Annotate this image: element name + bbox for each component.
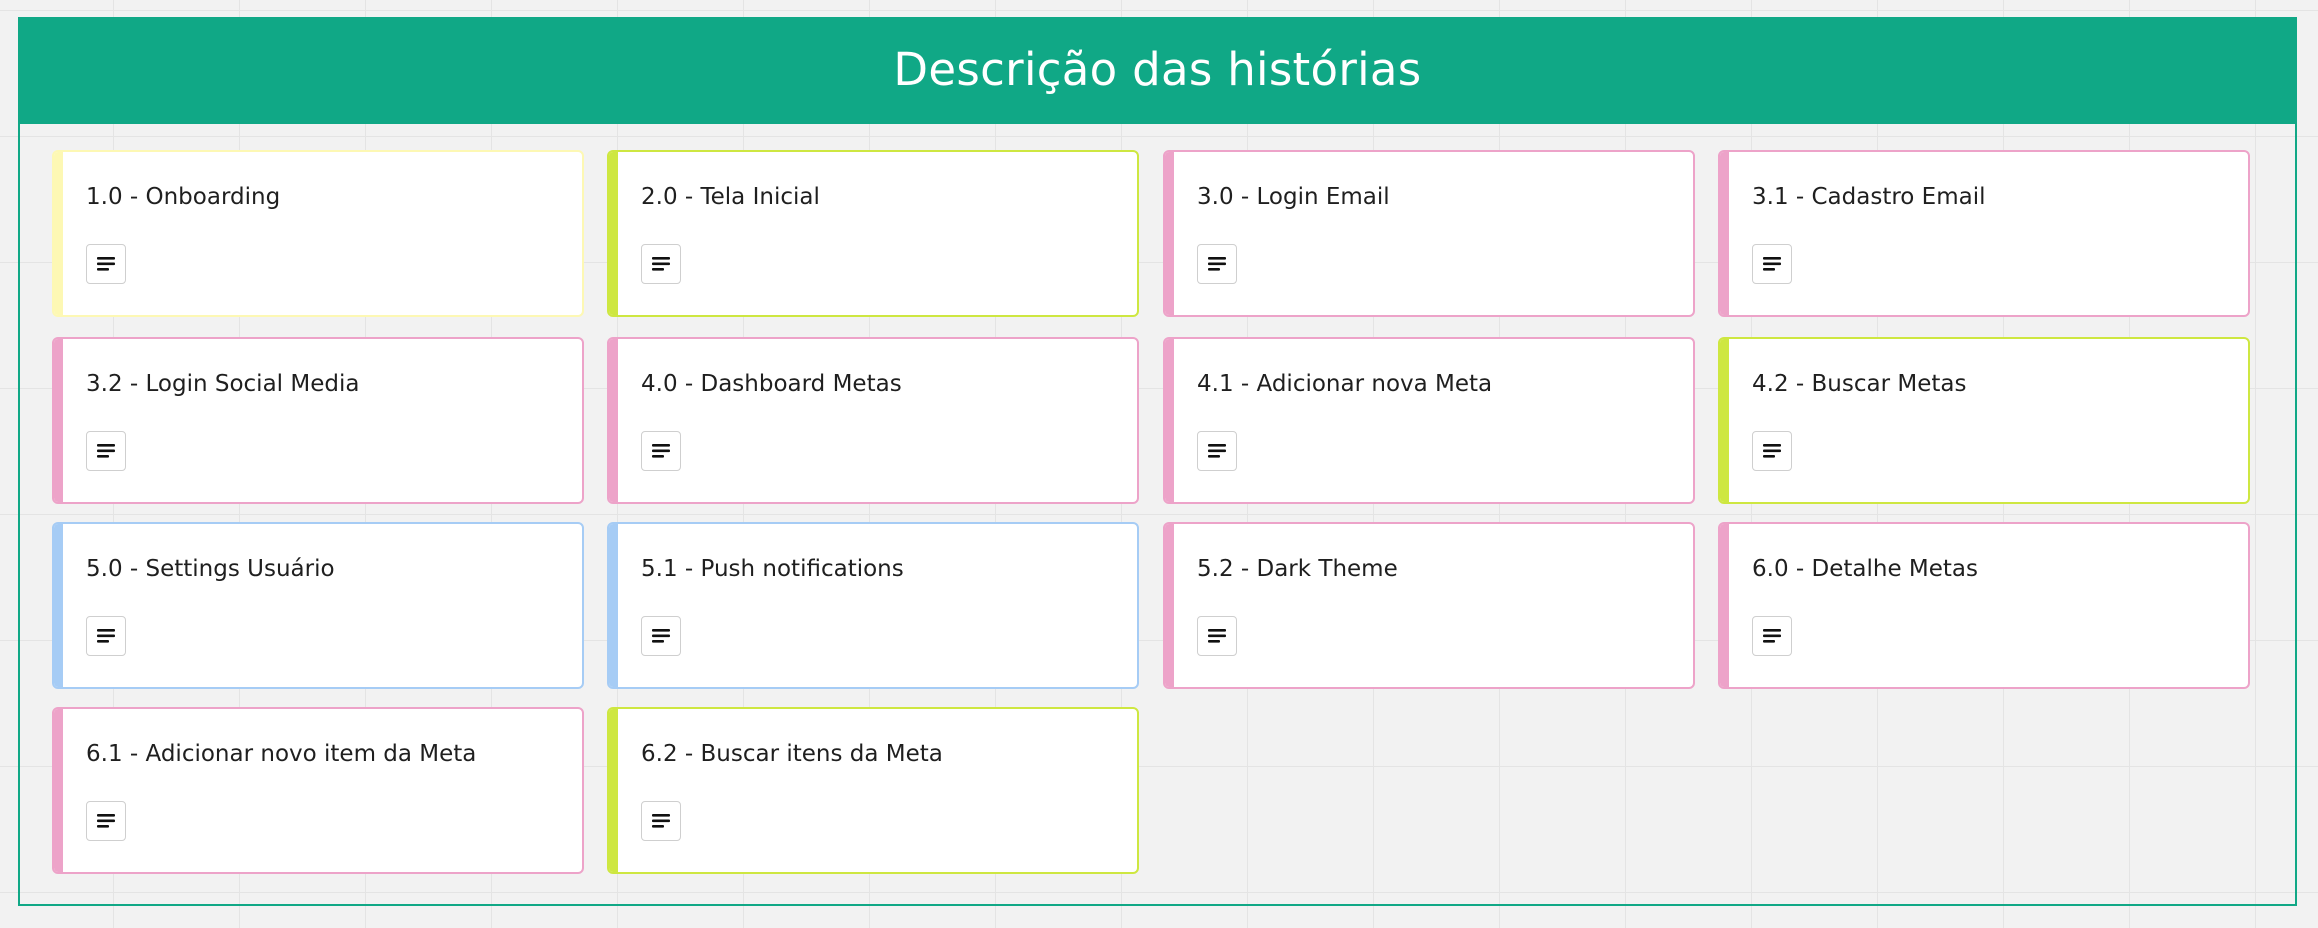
story-card[interactable]: 1.0 - Onboarding: [52, 150, 584, 317]
description-button[interactable]: [641, 801, 681, 841]
story-card[interactable]: 5.0 - Settings Usuário: [52, 522, 584, 689]
frame-title: Descrição das histórias: [893, 43, 1422, 96]
story-card-title: 2.0 - Tela Inicial: [641, 184, 820, 210]
story-card-title: 6.1 - Adicionar novo item da Meta: [86, 741, 477, 767]
description-button[interactable]: [1752, 244, 1792, 284]
story-card-title: 5.2 - Dark Theme: [1197, 556, 1398, 582]
description-button[interactable]: [641, 244, 681, 284]
description-button[interactable]: [1197, 431, 1237, 471]
story-card-title: 4.1 - Adicionar nova Meta: [1197, 371, 1493, 397]
description-button[interactable]: [86, 801, 126, 841]
stories-frame[interactable]: Descrição das histórias: [18, 17, 2297, 906]
story-card[interactable]: 4.0 - Dashboard Metas: [607, 337, 1139, 504]
description-lines-icon: [1208, 444, 1226, 458]
description-lines-icon: [1208, 629, 1226, 643]
description-lines-icon: [97, 257, 115, 271]
story-card-title: 3.1 - Cadastro Email: [1752, 184, 1986, 210]
story-card-title: 6.2 - Buscar itens da Meta: [641, 741, 943, 767]
description-lines-icon: [1763, 257, 1781, 271]
description-lines-icon: [652, 257, 670, 271]
story-card[interactable]: 6.2 - Buscar itens da Meta: [607, 707, 1139, 874]
story-card-title: 5.1 - Push notifications: [641, 556, 904, 582]
description-lines-icon: [1763, 444, 1781, 458]
story-card[interactable]: 3.1 - Cadastro Email: [1718, 150, 2250, 317]
story-card[interactable]: 2.0 - Tela Inicial: [607, 150, 1139, 317]
description-lines-icon: [97, 444, 115, 458]
story-card[interactable]: 6.0 - Detalhe Metas: [1718, 522, 2250, 689]
story-card[interactable]: 3.0 - Login Email: [1163, 150, 1695, 317]
story-card-title: 3.2 - Login Social Media: [86, 371, 360, 397]
description-lines-icon: [97, 629, 115, 643]
description-button[interactable]: [86, 244, 126, 284]
story-card[interactable]: 6.1 - Adicionar novo item da Meta: [52, 707, 584, 874]
description-lines-icon: [652, 814, 670, 828]
description-lines-icon: [1208, 257, 1226, 271]
story-card-title: 4.2 - Buscar Metas: [1752, 371, 1967, 397]
story-card-title: 4.0 - Dashboard Metas: [641, 371, 902, 397]
description-lines-icon: [652, 629, 670, 643]
description-button[interactable]: [1752, 431, 1792, 471]
story-card[interactable]: 4.1 - Adicionar nova Meta: [1163, 337, 1695, 504]
description-lines-icon: [97, 814, 115, 828]
story-card[interactable]: 3.2 - Login Social Media: [52, 337, 584, 504]
frame-header: Descrição das histórias: [20, 19, 2295, 124]
description-button[interactable]: [641, 616, 681, 656]
story-card-title: 5.0 - Settings Usuário: [86, 556, 335, 582]
story-card[interactable]: 5.1 - Push notifications: [607, 522, 1139, 689]
description-button[interactable]: [86, 616, 126, 656]
story-card[interactable]: 5.2 - Dark Theme: [1163, 522, 1695, 689]
story-card-title: 3.0 - Login Email: [1197, 184, 1390, 210]
story-card[interactable]: 4.2 - Buscar Metas: [1718, 337, 2250, 504]
description-button[interactable]: [1752, 616, 1792, 656]
description-button[interactable]: [641, 431, 681, 471]
description-button[interactable]: [1197, 616, 1237, 656]
description-lines-icon: [1763, 629, 1781, 643]
story-card-title: 6.0 - Detalhe Metas: [1752, 556, 1978, 582]
story-card-title: 1.0 - Onboarding: [86, 184, 281, 210]
description-lines-icon: [652, 444, 670, 458]
description-button[interactable]: [1197, 244, 1237, 284]
description-button[interactable]: [86, 431, 126, 471]
